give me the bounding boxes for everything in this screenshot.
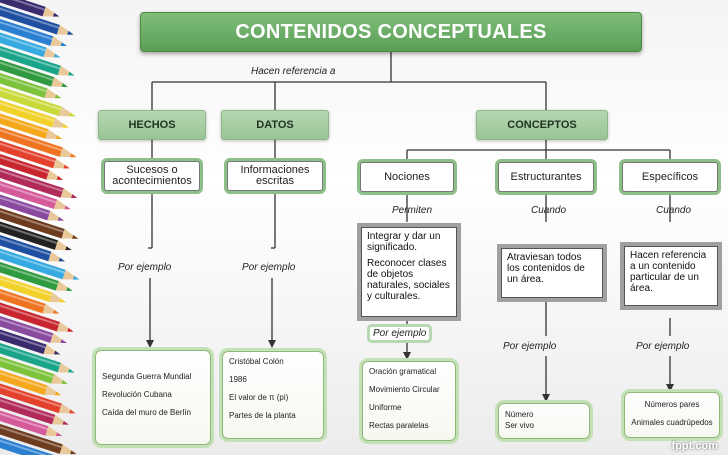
examples-hechos: Segunda Guerra Mundial Revolución Cubana…	[95, 350, 211, 445]
pencil	[0, 301, 74, 332]
connector-datos-ejemplo: Por ejemplo	[242, 262, 296, 273]
pencil	[0, 260, 73, 291]
category-conceptos: CONCEPTOS	[476, 110, 608, 140]
category-hechos: HECHOS	[98, 110, 206, 140]
connector-cuando-estructurantes: Cuando	[531, 205, 567, 216]
pencil	[0, 206, 79, 239]
pencil	[0, 31, 61, 58]
pencil	[0, 4, 74, 35]
example-estructurantes-1: Número	[505, 410, 534, 419]
pencil	[0, 85, 76, 117]
pencil	[0, 166, 78, 198]
pencil	[0, 274, 66, 303]
node-especificos: Específicos	[622, 162, 718, 192]
connector-nociones-ejemplo: Por ejemplo	[370, 327, 430, 340]
example-estructurantes-2: Ser vivo	[505, 421, 534, 430]
example-datos-2: 1986	[229, 375, 247, 384]
pencil	[0, 314, 67, 344]
pencil	[0, 247, 80, 280]
pencil	[0, 112, 63, 140]
pencil	[0, 0, 60, 17]
map-title: CONTENIDOS CONCEPTUALES	[140, 12, 642, 52]
example-especificos-1: Números pares	[644, 400, 700, 409]
node-estructurantes: Estructurantes	[498, 162, 594, 192]
pencil	[0, 422, 77, 455]
explanation-nociones: Integrar y dar un significado. Reconocer…	[361, 227, 457, 317]
node-informaciones: Informaciones escritas	[227, 161, 323, 191]
pencil	[0, 355, 68, 384]
pencil	[0, 152, 64, 180]
example-nociones-4: Rectas paralelas	[369, 421, 429, 430]
examples-datos: Cristóbal Colón 1986 El valor de π (pi) …	[222, 351, 324, 439]
example-nociones-3: Uniforme	[369, 403, 402, 412]
example-datos-1: Cristóbal Colón	[229, 357, 284, 366]
example-nociones-1: Oración gramatical	[369, 367, 437, 376]
pencil	[0, 98, 69, 128]
example-nociones-2: Movimiento Circular	[369, 385, 440, 394]
pencil	[0, 382, 76, 414]
pencil	[0, 71, 62, 99]
pencil	[0, 341, 75, 373]
example-hechos-3: Caída del muro de Berlín	[102, 408, 191, 417]
colored-pencils-decoration	[0, 0, 80, 455]
node-nociones: Nociones	[360, 162, 454, 192]
pencil	[0, 436, 57, 455]
pencil	[0, 125, 77, 158]
pencil	[0, 193, 65, 221]
title-connector-label: Hacen referencia a	[251, 66, 336, 77]
node-sucesos: Sucesos o acontecimientos	[104, 161, 200, 191]
pencil	[0, 328, 61, 355]
pencil	[0, 233, 66, 262]
pencil	[0, 395, 69, 425]
pencil	[0, 58, 68, 87]
examples-nociones: Oración gramatical Movimiento Circular U…	[362, 361, 456, 441]
connector-especificos-ejemplo: Por ejemplo	[636, 341, 690, 352]
examples-especificos: Números pares Animales cuadrúpedos	[624, 392, 720, 438]
connector-cuando-especificos: Cuando	[656, 205, 692, 216]
explanation-nociones-line-2: Reconocer clases de objetos naturales, s…	[367, 258, 450, 302]
example-datos-3: El valor de π (pi)	[229, 393, 289, 402]
example-hechos-1: Segunda Guerra Mundial	[102, 372, 192, 381]
explanation-estructurantes: Atraviesan todos los contenidos de un ár…	[501, 248, 603, 298]
pencil	[0, 179, 71, 210]
pencil	[0, 139, 70, 169]
connector-estructurantes-ejemplo: Por ejemplo	[503, 341, 557, 352]
explanation-especificos: Hacen referencia a un contenido particul…	[624, 246, 718, 306]
pencil	[0, 368, 62, 396]
example-hechos-2: Revolución Cubana	[102, 390, 172, 399]
example-especificos-2: Animales cuadrúpedos	[631, 418, 713, 427]
pencil	[0, 17, 67, 47]
explanation-especificos-text: Hacen referencia a un contenido particul…	[630, 250, 707, 294]
brand-watermark: fppt.com	[671, 440, 718, 452]
pencil	[0, 44, 75, 76]
connector-permiten: Permiten	[392, 205, 433, 216]
pencil	[0, 287, 60, 314]
explanation-nociones-line-1: Integrar y dar un significado.	[367, 231, 441, 253]
category-datos: DATOS	[221, 110, 329, 140]
pencil	[0, 409, 63, 437]
examples-estructurantes: Número Ser vivo	[498, 403, 590, 439]
connector-hechos-ejemplo: Por ejemplo	[118, 262, 172, 273]
example-datos-4: Partes de la planta	[229, 411, 296, 420]
explanation-estructurantes-text: Atraviesan todos los contenidos de un ár…	[507, 252, 585, 285]
pencil	[0, 220, 72, 251]
